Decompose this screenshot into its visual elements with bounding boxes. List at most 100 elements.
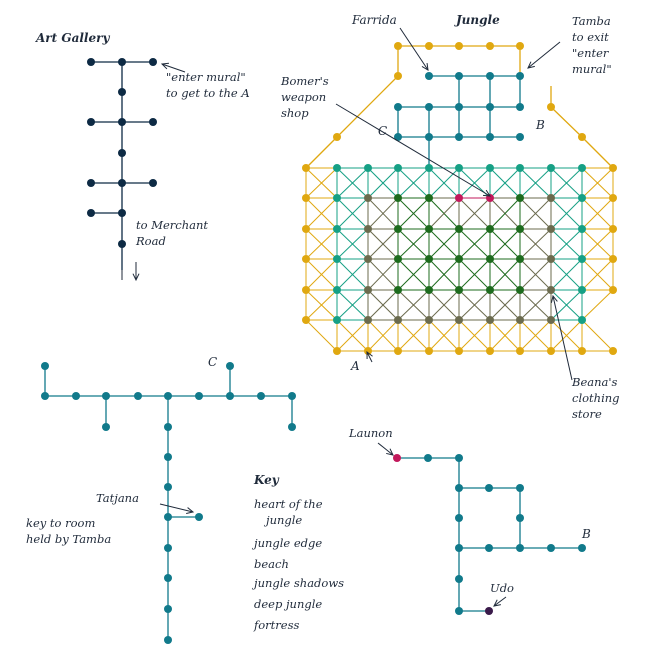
- arrow-head: [160, 62, 170, 70]
- jungle-path: [519, 319, 552, 352]
- jungle-path: [519, 258, 552, 291]
- beach-room: [547, 103, 555, 111]
- jungle-room: [486, 225, 494, 233]
- jungle-room: [455, 225, 463, 233]
- launon-room: [393, 454, 401, 462]
- jungle-path: [581, 258, 614, 291]
- jungle-path: [458, 289, 491, 321]
- jungle-room: [547, 164, 555, 172]
- jungle-exit-b-label: B: [535, 118, 545, 132]
- jungle-room: [578, 225, 586, 233]
- legend-deep-jungle: deep jungle: [254, 597, 322, 611]
- fortress-exit-c-label: C: [208, 355, 217, 369]
- legend-heart-2: jungle: [263, 513, 302, 527]
- annotation-arrow: [527, 41, 561, 69]
- jungle-path: [458, 258, 491, 291]
- udo-room: [485, 607, 493, 615]
- jungle-path: [305, 289, 338, 321]
- legend-heart: heart of the: [254, 497, 323, 511]
- jungle-path: [428, 289, 460, 321]
- gallery-room: [87, 58, 95, 66]
- jungle-path: [367, 319, 399, 352]
- jungle-path: [428, 258, 460, 291]
- jungle-room: [455, 255, 463, 263]
- jungle-room: [394, 194, 402, 202]
- merchant-road-label: to Merchant: [136, 218, 208, 232]
- jungle-room: [547, 316, 555, 324]
- jungle-room: [364, 164, 372, 172]
- fortress-room: [257, 392, 265, 400]
- legend-jungle-edge: jungle edge: [251, 536, 322, 550]
- jungle-path: [519, 167, 552, 199]
- fortress-room: [102, 392, 110, 400]
- jungle-path: [397, 197, 430, 230]
- jungle-path: [336, 197, 369, 230]
- beach-room: [516, 42, 524, 50]
- gallery-room: [87, 209, 95, 217]
- jungle-path: [458, 228, 491, 260]
- jungle-room: [394, 225, 402, 233]
- lower-room: [516, 544, 524, 552]
- jungle-room: [516, 347, 524, 355]
- jungle-path: [305, 197, 338, 230]
- gallery-room: [149, 179, 157, 187]
- jungle-room: [516, 316, 524, 324]
- jungle-path: [367, 167, 399, 199]
- jungle-path: [550, 106, 583, 138]
- jungle-room: [455, 347, 463, 355]
- jungle-path: [519, 228, 552, 260]
- beach-room: [486, 42, 494, 50]
- enter-mural-label: "enter mural": [166, 70, 246, 84]
- jungle-room: [609, 347, 617, 355]
- lower-room: [455, 514, 463, 522]
- lower-room: [455, 484, 463, 492]
- jungle-room: [455, 164, 463, 172]
- fortress-room: [455, 103, 463, 111]
- arrow-head: [550, 294, 558, 303]
- beach-room: [455, 42, 463, 50]
- gallery-room: [118, 118, 126, 126]
- jungle-room: [547, 347, 555, 355]
- arrow-head: [186, 507, 195, 514]
- art-gallery-title: Art Gallery: [35, 31, 110, 45]
- jungle-path: [550, 258, 583, 291]
- fortress-room: [195, 392, 203, 400]
- gallery-room: [118, 88, 126, 96]
- jungle-room: [516, 255, 524, 263]
- jungle-room: [547, 255, 555, 263]
- lower-room: [485, 484, 493, 492]
- jungle-path: [428, 228, 460, 260]
- gallery-room: [149, 118, 157, 126]
- jungle-room: [394, 347, 402, 355]
- jungle-room: [425, 255, 433, 263]
- jungle-path: [519, 197, 552, 230]
- annotation-arrow: [399, 27, 429, 71]
- fortress-room: [72, 392, 80, 400]
- jungle-room: [425, 286, 433, 294]
- fortress-room: [41, 362, 49, 370]
- jungle-path: [550, 197, 583, 230]
- jungle-room: [486, 255, 494, 263]
- jungle-path: [367, 258, 399, 291]
- fortress-room: [164, 605, 172, 613]
- arrow-head: [421, 62, 429, 71]
- udo-label: Udo: [490, 581, 514, 595]
- jungle-path: [428, 319, 460, 352]
- jungle-room: [333, 194, 341, 202]
- lower-room: [485, 544, 493, 552]
- lower-room: [455, 575, 463, 583]
- jungle-path: [489, 319, 521, 352]
- lower-room: [516, 484, 524, 492]
- fortress-room: [394, 133, 402, 141]
- jungle-path: [305, 167, 338, 199]
- tamba-label: Tamba: [572, 14, 611, 28]
- legend-fortress: fortress: [253, 618, 300, 632]
- jungle-room: [333, 225, 341, 233]
- lower-room: [455, 607, 463, 615]
- arrow-head: [527, 61, 535, 69]
- jungle-room: [425, 347, 433, 355]
- jungle-room: [425, 194, 433, 202]
- launon-label: Launon: [348, 426, 393, 440]
- jungle-room: [302, 255, 310, 263]
